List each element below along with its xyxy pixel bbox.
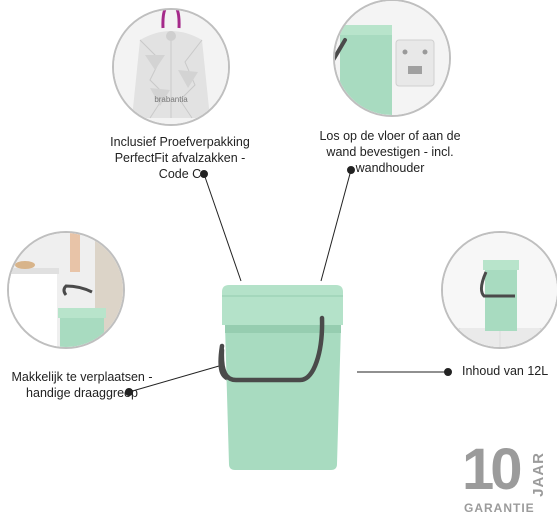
bin-handle-front	[219, 315, 325, 383]
feature-text-handle: Makkelijk te verplaatsen - handige draag…	[2, 369, 162, 401]
bin-body-rim	[225, 325, 341, 333]
photo-volume	[441, 231, 557, 349]
feature-line: Makkelijk te verplaatsen -	[11, 370, 153, 384]
feature-text-volume: Inhoud van 12L	[462, 363, 557, 379]
feature-line: Inhoud van 12L	[462, 364, 549, 378]
feature-line: Inclusief Proefverpakking	[110, 135, 250, 149]
feature-line: PerfectFit afvalzakken -	[114, 151, 246, 165]
bin-lid	[222, 285, 343, 325]
warranty-number: 10	[462, 437, 522, 502]
main-bin-illustration	[218, 285, 343, 470]
feature-text-bags: Inclusief Proefverpakking PerfectFit afv…	[95, 134, 265, 182]
feature-line: Los op de vloer of aan de	[319, 129, 461, 143]
bin-body	[225, 325, 341, 470]
leader-dot-volume	[444, 368, 452, 376]
warranty-label: GARANTIE	[464, 501, 535, 515]
warranty-unit: JAAR	[530, 452, 547, 497]
leader-dot-handle	[125, 388, 133, 396]
photo-bags: brabantia	[112, 8, 230, 126]
leader-lines	[125, 166, 452, 396]
photo-wall-mount	[333, 0, 451, 117]
feature-text-wall: Los op de vloer of aan de wand bevestige…	[305, 128, 475, 176]
photo-carrying	[7, 231, 125, 349]
leader-line-bags	[203, 173, 242, 282]
bag-brand-text: brabantia	[154, 95, 188, 104]
warranty-badge: 10 JAAR GARANTIE	[462, 438, 556, 520]
leader-dot-bags	[200, 170, 208, 178]
feature-line: Code C	[158, 167, 202, 181]
feature-line: handige draaggreep	[26, 386, 138, 400]
leader-dot-wall	[347, 166, 355, 174]
feature-line: wand bevestigen - incl.	[326, 145, 454, 159]
leader-line-wall	[320, 169, 352, 282]
leader-line-handle	[128, 365, 220, 393]
feature-line: wandhouder	[355, 161, 425, 175]
